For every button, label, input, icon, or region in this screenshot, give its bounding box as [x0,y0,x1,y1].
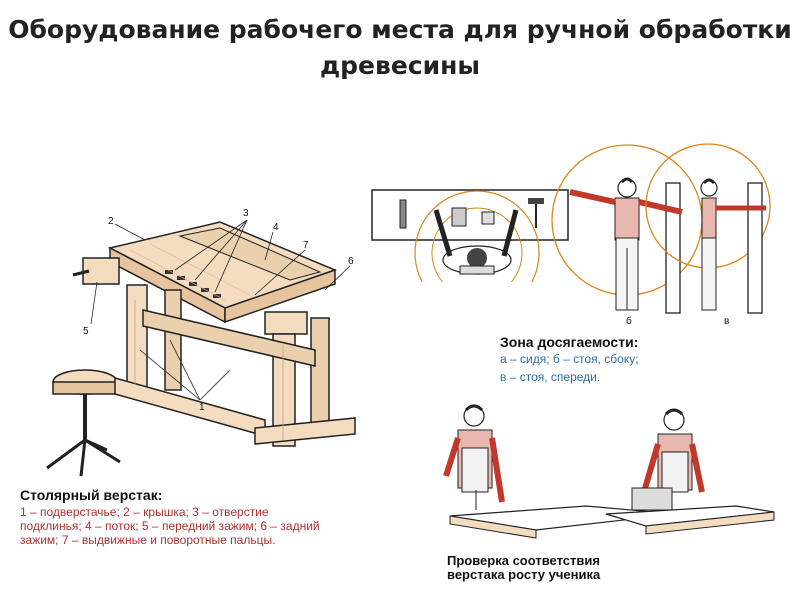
workbench [72,221,356,447]
workbench-caption-line-2: подклинья; 4 – поток; 5 – передний зажим… [20,519,320,533]
workbench-caption-line-1: 1 – подверстачье; 2 – крышка; 3 – отверс… [20,505,269,519]
reach-label-b: б [626,315,632,327]
reach-standing-side [551,144,703,314]
reach-caption-line-1: а – сидя; б – стоя, сбоку; [500,352,639,366]
stool [46,369,121,477]
callout-label-4: 4 [273,222,279,233]
reach-caption-line-2: в – стоя, спереди. [500,370,601,384]
reach-seated [371,189,569,282]
workbench-caption-line-3: зажим; 7 – выдвижные и поворотные пальцы… [20,533,276,547]
callout-label-1: 1 [199,402,205,413]
callout-label-7: 7 [303,240,309,251]
student-at-bench-left [443,404,677,539]
callout-label-5: 5 [83,326,89,337]
workbench-illustration: 2 3 4 7 6 5 1 [46,208,356,477]
reach-caption-title: Зона досягаемости: [500,334,639,350]
reach-standing-front [645,143,771,314]
reach-zone-illustration: б в [371,143,771,327]
reach-label-v: в [724,316,729,327]
check-caption-line-1: Проверка соответствия [447,553,600,568]
callout-label-2: 2 [108,216,114,227]
workbench-caption-title: Столярный верстак: [20,487,163,503]
callout-label-6: 6 [348,256,354,267]
check-caption-line-2: верстака росту ученика [447,567,601,582]
title-line-1: Оборудование рабочего места для ручной о… [8,15,792,44]
page-title: Оборудование рабочего места для ручной о… [0,12,800,84]
callout-lines [90,219,351,401]
callout-label-3: 3 [243,208,249,219]
student-at-bench-right [605,408,775,535]
height-check-illustration [443,404,775,539]
title-line-2: древесины [319,51,481,80]
